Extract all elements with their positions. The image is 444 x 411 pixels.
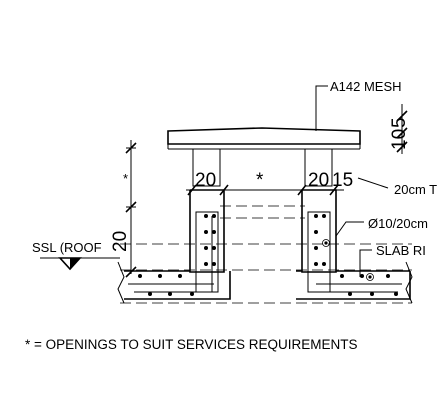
footnote: * = OPENINGS TO SUIT SERVICES REQUIREMEN… [25, 337, 357, 352]
leader-lines [315, 85, 389, 277]
cover-dimension [396, 104, 408, 154]
right-wall-dim: 20 [308, 170, 329, 191]
break-lines [117, 261, 413, 304]
upstand-height-dim: 20 [110, 231, 131, 252]
stirrup-label: Ø10/20cm [368, 216, 428, 231]
top-cover-dim-b: 5 [389, 117, 410, 128]
width-dimension-line [186, 184, 344, 196]
ssl-level-marker [40, 257, 120, 271]
mesh-label: A142 MESH [330, 79, 402, 94]
left-upstand [124, 189, 231, 300]
right-bearing-pad [304, 148, 333, 187]
side-mark: * [123, 171, 128, 186]
left-dimension-line [125, 140, 137, 278]
left-bearing-pad [192, 148, 221, 187]
opening-mark: * [256, 170, 264, 191]
right-offset-dim: 15 [332, 170, 353, 191]
rebar-dots [138, 214, 398, 296]
top-cover-dim: 10 [389, 129, 410, 150]
ssl-label: SSL (ROOF [32, 240, 102, 255]
left-wall-dim: 20 [195, 170, 216, 191]
opening-lines [120, 205, 412, 304]
cover-slab [167, 127, 361, 150]
tie-bar-label: 20cm T [394, 182, 437, 197]
slab-label: SLAB RI [376, 243, 426, 258]
